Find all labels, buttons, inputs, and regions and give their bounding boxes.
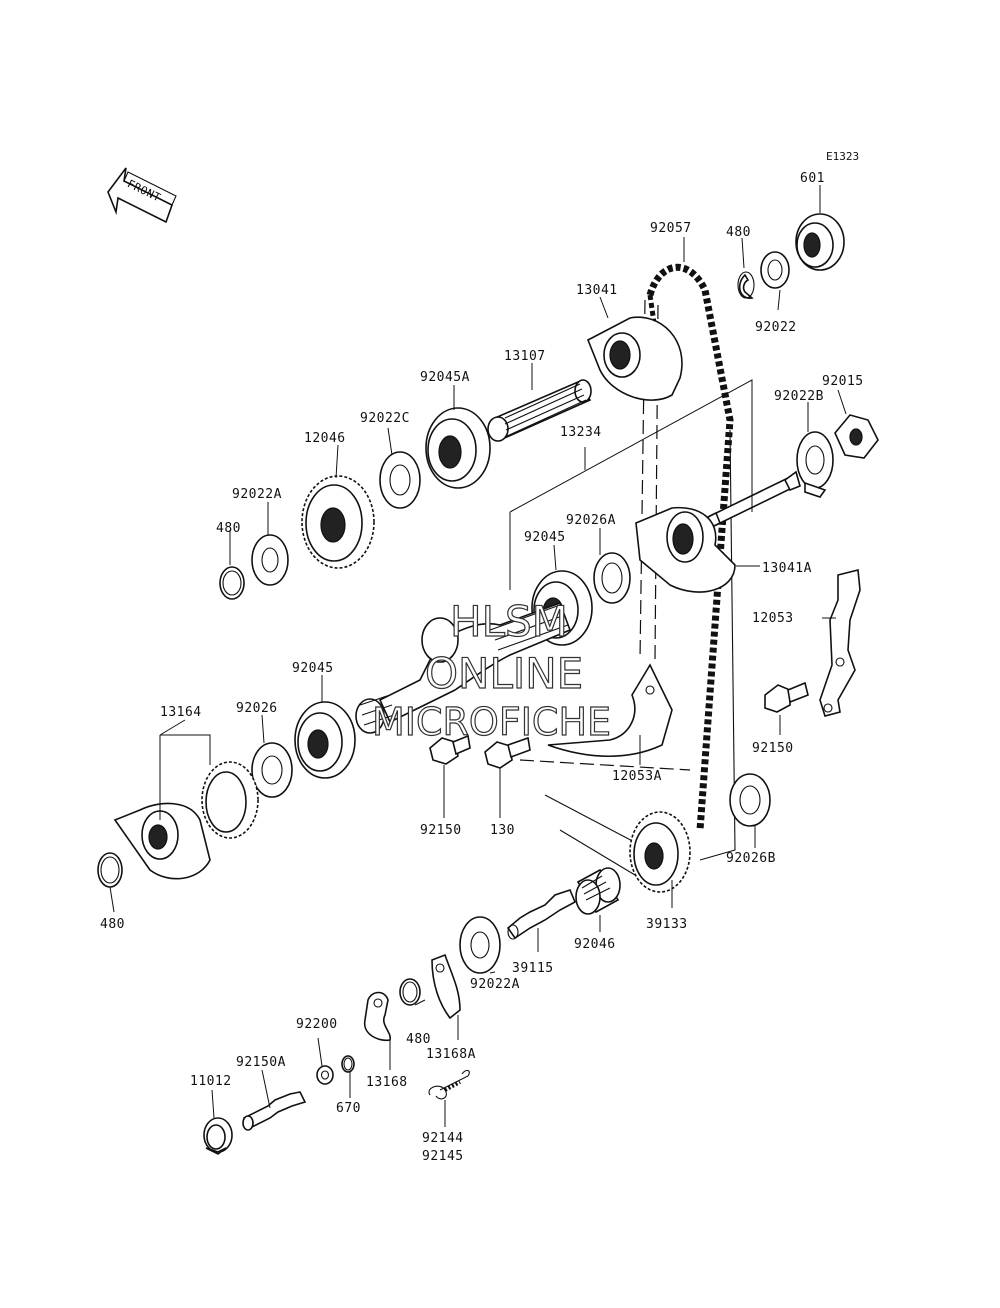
part-label: 92022B (774, 389, 824, 404)
sprocket-39133 (629, 811, 691, 893)
washer-92022B (796, 431, 834, 498)
part-label: 39115 (512, 961, 554, 976)
shaft-39115 (506, 889, 577, 940)
watermark-line3: MICROFICHE (372, 700, 611, 744)
sprocket-12046 (301, 475, 375, 569)
guide-line (519, 759, 691, 771)
part-label: 11012 (190, 1074, 232, 1089)
bearing-92045A (425, 407, 491, 489)
needle-bearing-92046 (575, 867, 621, 915)
circlip-480 (399, 978, 421, 1006)
watermark: HLSM ONLINE MICROFICHE (371, 596, 611, 744)
seal-92026A (593, 552, 631, 604)
part-label: 13234 (560, 425, 602, 440)
bearing-601 (795, 213, 845, 271)
part-label: 480 (216, 521, 241, 536)
guide-line (544, 794, 641, 876)
circlip-480-ring (737, 271, 755, 299)
part-label: 92150 (752, 741, 794, 756)
part-label: 670 (336, 1101, 361, 1116)
washer-92026 (251, 742, 293, 798)
seal-92026B (729, 773, 771, 827)
part-label: 13107 (504, 349, 546, 364)
part-label: 92022C (360, 411, 410, 426)
washer-92022 (760, 251, 790, 289)
part-label: 601 (800, 171, 825, 186)
part-label: 13164 (160, 705, 202, 720)
part-label: 92045A (420, 370, 470, 385)
circlip-480 (738, 273, 754, 299)
part-label: 130 (490, 823, 515, 838)
part-label: 12046 (304, 431, 346, 446)
front-arrow-icon: FRONT (107, 167, 177, 224)
part-label: 480 (100, 917, 125, 932)
spring-92144 (428, 1069, 470, 1100)
part-label: 13168A (426, 1047, 476, 1062)
part-labels: 601 92057 480 13041 92022 13107 92045A 9… (100, 171, 864, 1164)
part-label: 39133 (646, 917, 688, 932)
part-label: 13168 (366, 1075, 408, 1090)
o-ring-670 (341, 1055, 355, 1073)
washer-92022C (379, 451, 421, 509)
washer-92200 (316, 1065, 334, 1085)
bolt-130 (484, 736, 531, 769)
part-label: 480 (726, 225, 751, 240)
circlip-480 (97, 852, 123, 888)
part-label: 12053 (752, 611, 794, 626)
part-label: 92015 (822, 374, 864, 389)
bolt-92150 (764, 681, 809, 713)
part-label: 13041 (576, 283, 618, 298)
gear-assembly-13164 (113, 761, 259, 880)
part-label: 92144 (422, 1131, 464, 1146)
part-label: 92200 (296, 1017, 338, 1032)
washer-92022A (459, 916, 501, 974)
diagram-code: E1323 (826, 150, 859, 163)
cap-11012 (203, 1117, 233, 1155)
part-label: 92026A (566, 513, 616, 528)
part-label: 92022 (755, 320, 797, 335)
part-label: 92150 (420, 823, 462, 838)
part-label: 92057 (650, 221, 692, 236)
watermark-line1: HLSM (450, 597, 568, 646)
part-label: 92022A (470, 977, 520, 992)
lever-13168A (431, 953, 461, 1020)
part-label: 13041A (762, 561, 812, 576)
chain-guide-12053A (547, 663, 673, 757)
main-shaft-13234 (355, 601, 572, 734)
washer-92022A (251, 534, 289, 586)
part-label: 92150A (236, 1055, 286, 1070)
lever-13168 (364, 991, 391, 1042)
circlip-480 (219, 566, 245, 600)
part-label: 480 (406, 1032, 431, 1047)
part-label: 92026B (726, 851, 776, 866)
part-label: 92026 (236, 701, 278, 716)
part-label: 92145 (422, 1149, 464, 1164)
tensioner-13041A (635, 506, 736, 593)
chain-guide-12053 (819, 568, 861, 717)
part-label: 92045 (292, 661, 334, 676)
part-label: 92022A (232, 487, 282, 502)
watermark-line2: ONLINE (425, 649, 583, 698)
bolt-92150A (242, 1091, 307, 1131)
leader-lines (109, 185, 847, 1127)
splined-shaft-13107 (487, 379, 592, 442)
bearing-92045 (294, 701, 356, 779)
part-label: 92045 (524, 530, 566, 545)
part-label: 92046 (574, 937, 616, 952)
tensioner-shaft (704, 470, 801, 530)
part-label: 12053A (612, 769, 662, 784)
bolt-92150 (429, 734, 471, 765)
nut-92015 (834, 414, 879, 459)
tensioner-13041 (586, 316, 683, 401)
